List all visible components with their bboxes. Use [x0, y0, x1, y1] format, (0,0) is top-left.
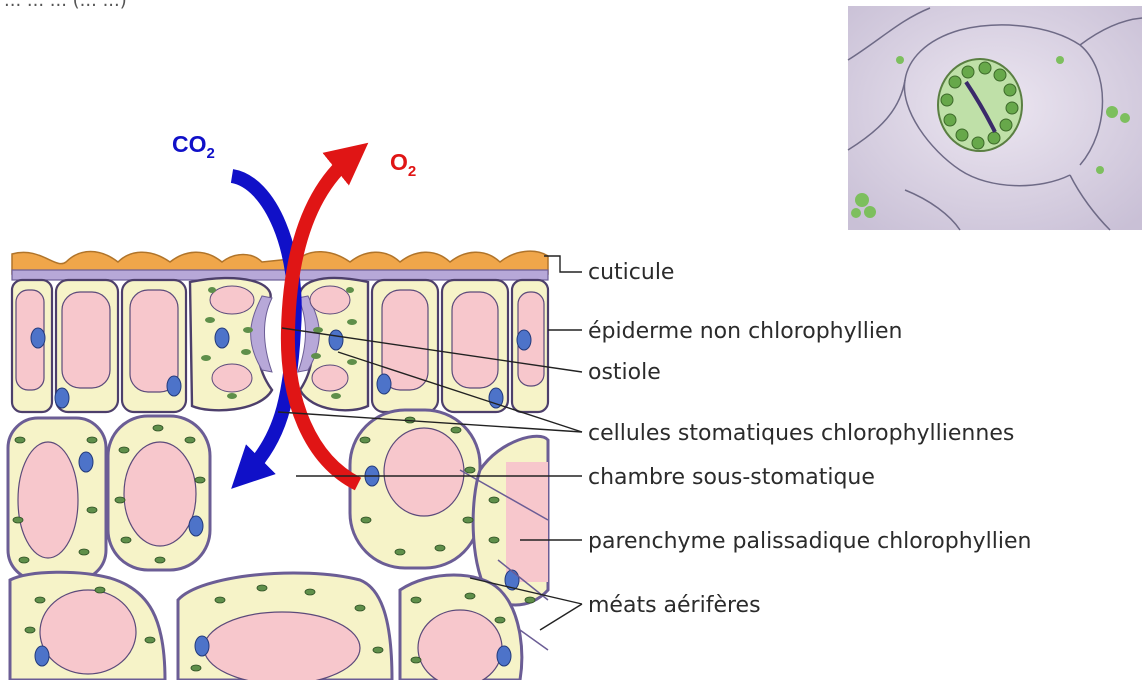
stomate-micrograph-image: [848, 6, 1142, 230]
label-ostiole: ostiole: [588, 360, 661, 385]
label-parenchyme: parenchyme palissadique chlorophyllien: [588, 529, 1031, 554]
leaf-tissue: [8, 251, 553, 680]
labels: cuticule épiderme non chlorophyllien ost…: [588, 260, 1031, 618]
label-epiderme: épiderme non chlorophyllien: [588, 319, 902, 344]
label-chambre: chambre sous-stomatique: [588, 465, 875, 490]
header-fragment: ... ... ... (... ...): [4, 0, 127, 11]
label-meats: méats aérifères: [588, 593, 761, 618]
label-cellules-stomatiques: cellules stomatiques chlorophylliennes: [588, 421, 1014, 446]
label-cuticule: cuticule: [588, 260, 674, 285]
co2-label: CO2: [172, 131, 215, 162]
o2-label: O2: [390, 149, 416, 180]
